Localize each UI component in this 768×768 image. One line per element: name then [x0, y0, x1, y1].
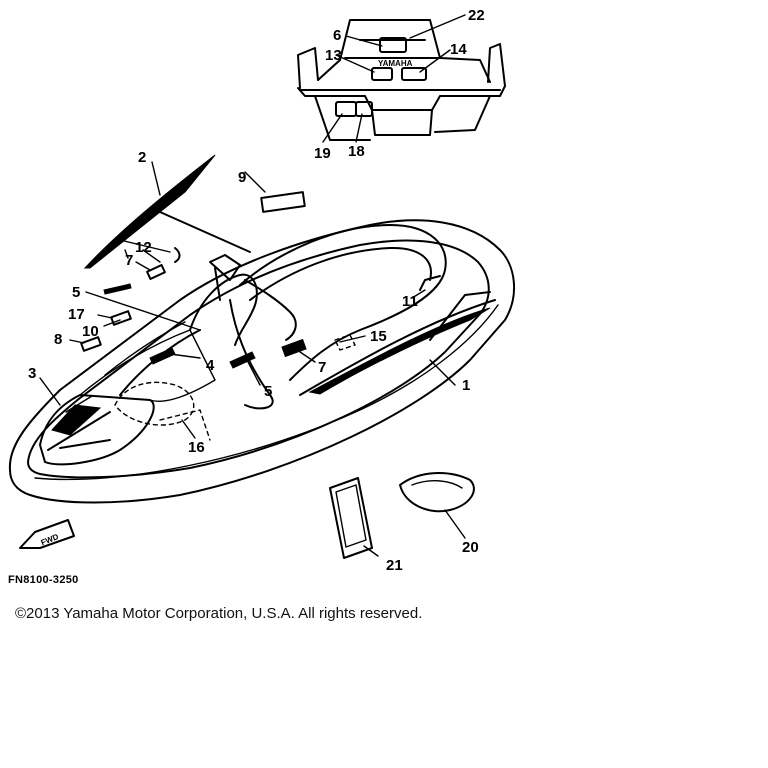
- callout-21: 21: [386, 557, 403, 574]
- decal-9: [260, 191, 306, 213]
- callout-19: 19: [314, 145, 331, 162]
- decal-19: [335, 101, 357, 117]
- callout-7b: 7: [318, 359, 326, 376]
- callout-14: 14: [450, 41, 467, 58]
- parts-diagram: YAMAHA: [8, 7, 516, 574]
- callout-1: 1: [462, 377, 470, 394]
- callout-5a: 5: [72, 284, 80, 301]
- decal-11: [419, 275, 441, 291]
- figure-code: FN8100-3250: [8, 574, 79, 586]
- callout-8: 8: [54, 331, 62, 348]
- rear-view-assembly: YAMAHA: [297, 19, 506, 141]
- decal-18: [355, 101, 373, 117]
- decal-5b: [229, 351, 256, 369]
- callout-3: 3: [28, 365, 36, 382]
- callout-5b: 5: [264, 383, 272, 400]
- callout-4: 4: [206, 357, 215, 374]
- callout-7a: 7: [125, 252, 133, 269]
- callout-labels: 1 2 3 4 5 5 6 7 7 8 9 10 11 12 13 14 15 …: [28, 7, 485, 574]
- decal-13: [371, 67, 393, 81]
- callout-11: 11: [402, 293, 418, 310]
- leader-lines: [39, 14, 466, 557]
- callout-2: 2: [138, 149, 146, 166]
- callout-10: 10: [82, 323, 99, 340]
- callout-9: 9: [238, 169, 246, 186]
- decal-14: [401, 67, 427, 81]
- decal-10: [110, 310, 132, 326]
- watercraft-body: [8, 154, 516, 504]
- callout-6: 6: [333, 27, 341, 44]
- callout-17: 17: [68, 306, 85, 323]
- callout-18: 18: [348, 143, 365, 160]
- decal-5a: [103, 283, 132, 295]
- decal-8: [80, 336, 102, 352]
- callout-22: 22: [468, 7, 485, 24]
- decal-7b: [281, 338, 307, 358]
- pouch-20: [399, 472, 475, 513]
- callout-13: 13: [325, 47, 342, 64]
- decal-7a: [146, 263, 166, 281]
- callout-12: 12: [135, 239, 152, 256]
- callout-20: 20: [462, 539, 479, 556]
- fwd-arrow-decal: FWD: [19, 519, 75, 549]
- decal-4: [149, 347, 176, 365]
- copyright-notice: ©2013 Yamaha Motor Corporation, U.S.A. A…: [15, 605, 423, 622]
- decal-2: [83, 154, 216, 269]
- manual-card-21: [329, 477, 373, 559]
- callout-16: 16: [188, 439, 205, 456]
- decal-12: [174, 247, 181, 263]
- yamaha-logo-text: YAMAHA: [378, 59, 413, 68]
- callout-15: 15: [370, 328, 387, 345]
